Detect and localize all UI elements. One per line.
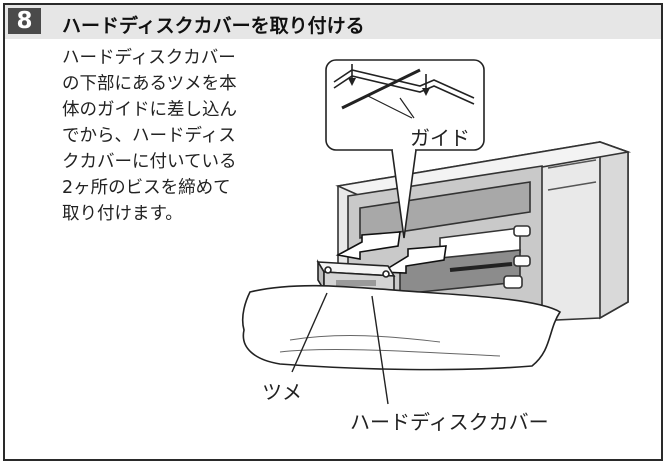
tab-label: ツメ	[262, 380, 302, 404]
instruction-line: クカバーに付いている	[62, 152, 237, 172]
cloth	[241, 284, 562, 371]
instruction-line: 取り付けます。	[62, 204, 183, 224]
guide-label: ガイド	[410, 126, 470, 150]
cover-label: ハードディスクカバー	[350, 410, 549, 434]
step-number-badge: 8	[8, 8, 41, 34]
device-unit	[335, 140, 632, 331]
instruction-line: ハードディスクカバー	[62, 48, 236, 68]
instruction-line: 2ヶ所のビスを締めて	[62, 178, 231, 198]
guide-callout	[325, 59, 485, 239]
tab-leader-line	[291, 292, 328, 373]
insert-arrows	[335, 231, 447, 274]
instruction-line: でから、ハードディス	[62, 126, 236, 146]
instruction-line: の下部にあるツメを本	[62, 74, 237, 94]
instruction-line: 体のガイドに差し込ん	[62, 100, 237, 120]
instruction-text: ハードディスクカバー の下部にあるツメを本 体のガイドに差し込ん でから、ハード…	[62, 45, 287, 227]
step-header: 8 ハードディスクカバーを取り付ける	[5, 5, 661, 39]
cover-leader-line	[371, 295, 389, 405]
step-title: ハードディスクカバーを取り付ける	[62, 15, 365, 37]
